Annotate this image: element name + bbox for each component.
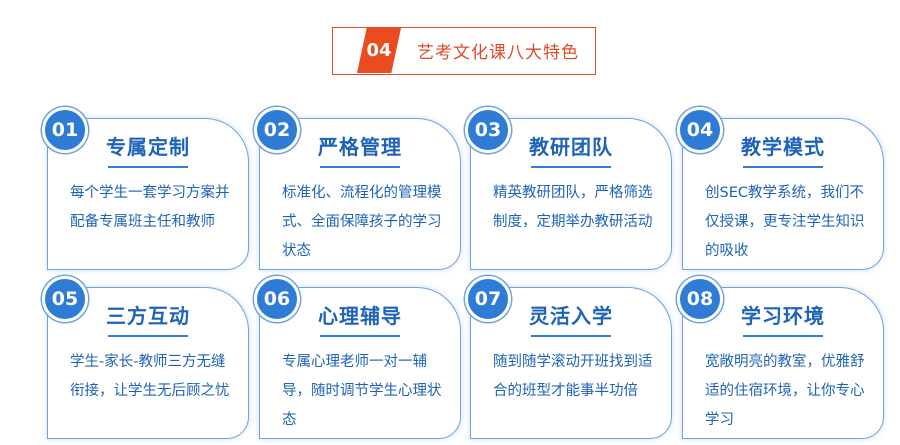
card-title: 灵活入学	[529, 304, 613, 328]
card-description: 学生-家长-教师三方无缝衔接，让学生无后顾之忧	[70, 354, 230, 399]
card-description: 每个学生一套学习方案并配备专属班主任和教师	[70, 185, 230, 230]
card-number-badge: 04	[677, 107, 723, 153]
card-number-badge: 07	[465, 276, 511, 322]
feature-card-07: 07 灵活入学 随到随学滚动开班找到适合的班型才能事半功倍	[465, 276, 672, 439]
title-underline	[743, 166, 823, 168]
section-header: 04 艺考文化课八大特色	[332, 27, 596, 75]
feature-card-04: 04 教学模式 创SEC教学系统，我们不仅授课，更专注学生知识的吸收	[677, 107, 884, 270]
card-title: 教学模式	[741, 135, 825, 159]
card-title: 学习环境	[741, 304, 825, 328]
feature-card-02: 02 严格管理 标准化、流程化的管理模式、全面保障孩子的学习状态	[254, 107, 461, 270]
card-description: 随到随学滚动开班找到适合的班型才能事半功倍	[493, 354, 653, 399]
feature-card-06: 06 心理辅导 专属心理老师一对一辅导，随时调节学生心理状态	[254, 276, 461, 439]
feature-card-01: 01 专属定制 每个学生一套学习方案并配备专属班主任和教师	[42, 107, 249, 270]
card-description: 精英教研团队，严格筛选制度，定期举办教研活动	[493, 185, 653, 230]
title-underline	[108, 335, 188, 337]
title-underline	[743, 335, 823, 337]
feature-card-08: 08 学习环境 宽敞明亮的教室，优雅舒适的住宿环境，让你专心学习	[677, 276, 884, 439]
title-underline	[531, 166, 611, 168]
section-title: 艺考文化课八大特色	[417, 43, 579, 63]
card-description: 专属心理老师一对一辅导，随时调节学生心理状态	[282, 354, 442, 428]
title-underline	[531, 335, 611, 337]
card-description: 宽敞明亮的教室，优雅舒适的住宿环境，让你专心学习	[705, 354, 865, 428]
card-title: 三方互动	[106, 304, 190, 328]
card-number-badge: 08	[677, 276, 723, 322]
card-number-badge: 06	[254, 276, 300, 322]
card-title: 心理辅导	[318, 304, 402, 328]
card-title: 教研团队	[529, 135, 613, 159]
title-underline	[320, 166, 400, 168]
title-underline	[108, 166, 188, 168]
card-description: 标准化、流程化的管理模式、全面保障孩子的学习状态	[282, 185, 442, 259]
card-title: 严格管理	[318, 135, 402, 159]
title-underline	[320, 335, 400, 337]
card-number-badge: 05	[42, 276, 88, 322]
card-number-badge: 03	[465, 107, 511, 153]
feature-card-03: 03 教研团队 精英教研团队，严格筛选制度，定期举办教研活动	[465, 107, 672, 270]
card-title: 专属定制	[106, 135, 190, 159]
section-number-tag: 04	[357, 28, 401, 73]
card-number-badge: 01	[42, 107, 88, 153]
feature-card-05: 05 三方互动 学生-家长-教师三方无缝衔接，让学生无后顾之忧	[42, 276, 249, 439]
card-description: 创SEC教学系统，我们不仅授课，更专注学生知识的吸收	[705, 185, 865, 259]
card-number-badge: 02	[254, 107, 300, 153]
